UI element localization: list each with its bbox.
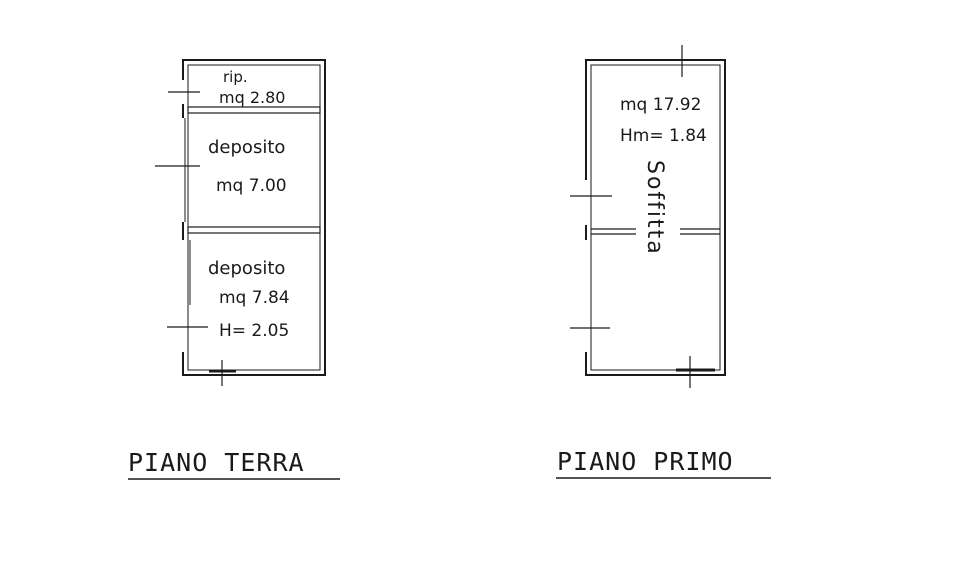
- caption-piano-terra: PIANO TERRA: [128, 448, 305, 477]
- room-label-soffitta: Soffitta: [642, 160, 667, 256]
- first-floor-plan: [570, 45, 726, 388]
- partition-wall-2: [187, 226, 321, 234]
- caption-piano-primo: PIANO PRIMO: [557, 447, 734, 476]
- room-area-deposito-2: mq 7.84: [219, 288, 290, 308]
- first-floor-area: mq 17.92: [620, 95, 701, 115]
- room-label-rip: rip.: [223, 68, 248, 86]
- partition-wall-1: [187, 106, 321, 114]
- ground-inner-wall: [187, 64, 321, 371]
- ground-floor-plan: [155, 59, 326, 386]
- room-label-deposito-2: deposito: [208, 258, 285, 279]
- first-inner-wall: [590, 64, 721, 371]
- room-area-deposito-1: mq 7.00: [216, 176, 287, 196]
- first-floor-height: Hm= 1.84: [620, 126, 707, 146]
- room-height-deposito-2: H= 2.05: [219, 321, 289, 341]
- room-area-rip: mq 2.80: [219, 88, 285, 107]
- room-label-deposito-1: deposito: [208, 137, 285, 158]
